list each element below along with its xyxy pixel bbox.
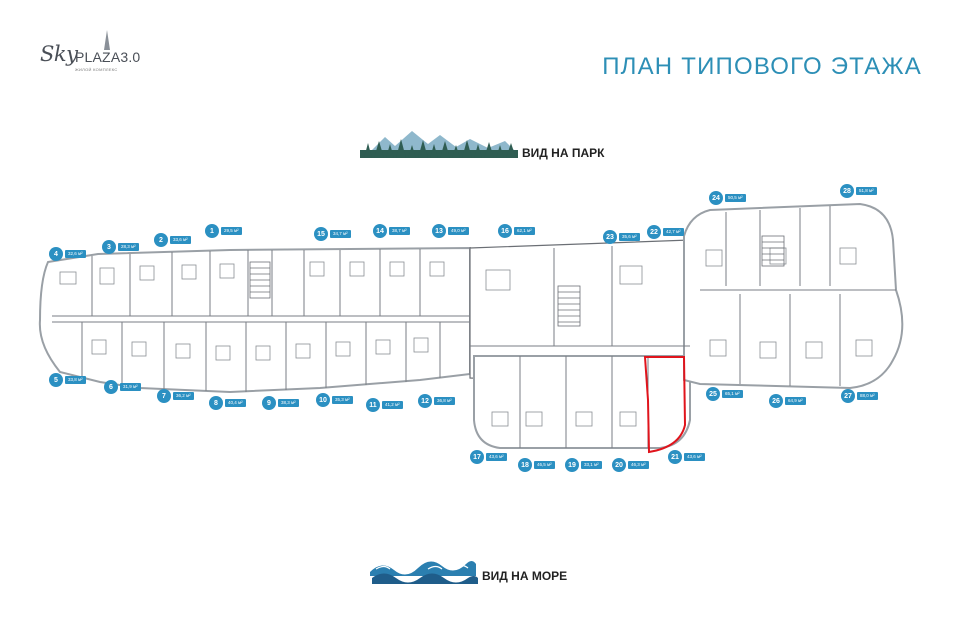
view-park-label: ВИД НА ПАРК <box>522 146 605 160</box>
apartment-area: 35,6 м² <box>619 233 640 241</box>
apartment-number: 22 <box>647 225 661 239</box>
highlight-apartment-21 <box>643 356 687 454</box>
page-title: ПЛАН ТИПОВОГО ЭТАЖА <box>602 53 922 80</box>
apartment-number: 14 <box>373 224 387 238</box>
apartment-number: 16 <box>498 224 512 238</box>
tower-icon <box>104 30 110 50</box>
apartment-number: 27 <box>841 389 855 403</box>
apartment-area: 62,1 м² <box>514 227 535 235</box>
apartment-area: 43,6 м² <box>684 453 705 461</box>
apartment-area: 29,5 м² <box>221 227 242 235</box>
apartment-number: 5 <box>49 373 63 387</box>
apartment-area: 65,1 м² <box>722 390 743 398</box>
apartment-area: 64,9 м² <box>785 397 806 405</box>
apartment-area: 35,3 м² <box>332 396 353 404</box>
apartment-area: 46,3 м² <box>628 461 649 469</box>
apartment-number: 3 <box>102 240 116 254</box>
apartment-number: 17 <box>470 450 484 464</box>
apartment-area: 49,0 м² <box>448 227 469 235</box>
apartment-number: 7 <box>157 389 171 403</box>
apartment-number: 26 <box>769 394 783 408</box>
apartment-number: 24 <box>709 191 723 205</box>
apartment-area: 33,6 м² <box>170 236 191 244</box>
apartment-number: 15 <box>314 227 328 241</box>
apartment-area: 36,8 м² <box>434 397 455 405</box>
apartment-area: 32,6 м² <box>65 250 86 258</box>
apartment-area: 33,1 м² <box>581 461 602 469</box>
apartment-number: 4 <box>49 247 63 261</box>
apartment-area: 43,6 м² <box>486 453 507 461</box>
apartment-number: 6 <box>104 380 118 394</box>
forest-mountains-icon <box>360 131 518 158</box>
apartment-number: 12 <box>418 394 432 408</box>
apartment-area: 31,9 м² <box>120 383 141 391</box>
apartment-number: 2 <box>154 233 168 247</box>
logo-subtitle: ЖИЛОЙ КОМПЛЕКС <box>75 67 118 72</box>
apartment-number: 1 <box>205 224 219 238</box>
apartment-area: 42,7 м² <box>663 228 684 236</box>
apartment-number: 28 <box>840 184 854 198</box>
apartment-area: 38,3 м² <box>278 399 299 407</box>
logo-plaza: PLAZA3.0 <box>75 49 141 65</box>
apartment-area: 33,8 м² <box>65 376 86 384</box>
apartment-number: 9 <box>262 396 276 410</box>
logo-sky: Sky <box>40 42 78 66</box>
apartment-area: 41,2 м² <box>382 401 403 409</box>
apartment-number: 25 <box>706 387 720 401</box>
apartment-area: 46,5 м² <box>534 461 555 469</box>
logo: Sky PLAZA3.0 ЖИЛОЙ КОМПЛЕКС <box>40 30 150 88</box>
apartment-number: 21 <box>668 450 682 464</box>
apartment-area: 50,5 м² <box>725 194 746 202</box>
apartment-number: 20 <box>612 458 626 472</box>
apartment-number: 23 <box>603 230 617 244</box>
apartment-number: 11 <box>366 398 380 412</box>
apartment-area: 40,4 м² <box>225 399 246 407</box>
apartment-area: 36,2 м² <box>173 392 194 400</box>
apartment-area: 38,7 м² <box>389 227 410 235</box>
apartment-area: 51,8 м² <box>856 187 877 195</box>
apartment-number: 18 <box>518 458 532 472</box>
view-sea-label: ВИД НА МОРЕ <box>482 569 568 583</box>
apartment-area: 28,3 м² <box>118 243 139 251</box>
apartment-number: 10 <box>316 393 330 407</box>
apartment-number: 8 <box>209 396 223 410</box>
apartment-area: 34,7 м² <box>330 230 351 238</box>
apartment-number: 13 <box>432 224 446 238</box>
apartment-area: 88,0 м² <box>857 392 878 400</box>
apartment-number: 19 <box>565 458 579 472</box>
waves-icon <box>370 561 478 584</box>
